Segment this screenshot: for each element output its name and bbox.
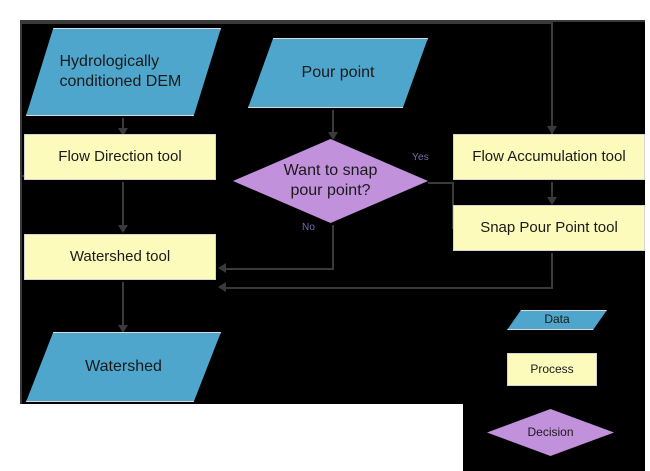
edge-label-yes: Yes [412, 152, 429, 163]
legend-label-data: Data [544, 312, 570, 327]
legend-label-decision: Decision [527, 424, 574, 439]
connector-no-vertical [332, 225, 334, 270]
node-label-watershed-tool: Watershed tool [69, 248, 171, 266]
edge-label-no: No [302, 222, 316, 233]
node-watershed[interactable]: Watershed [26, 332, 221, 402]
arrowhead-flowaccumulation-to-snap [547, 197, 557, 205]
node-flow-accumulation-tool[interactable]: Flow Accumulation tool [453, 134, 645, 180]
node-label-flow-direction-tool: Flow Direction tool [58, 148, 182, 166]
connector-flowaccumulation-to-snap [551, 182, 553, 198]
connector-no-horizontal [224, 268, 334, 270]
node-label-pour-point: Pour point [301, 63, 375, 81]
legend-item-process: Process [507, 353, 597, 386]
arrowhead-to-flowaccumulation [547, 126, 557, 134]
arrowhead-snap-into-watershedtool [218, 282, 226, 292]
arrowhead-watershedtool-to-watershed [118, 325, 128, 333]
node-label-snap-pour-point-tool: Snap Pour Point tool [480, 219, 618, 237]
arrowhead-pourpoint-to-decision [328, 132, 338, 140]
node-label-flow-accumulation-tool: Flow Accumulation tool [472, 148, 626, 166]
node-watershed-tool[interactable]: Watershed tool [24, 234, 216, 280]
connector-snap-vertical [551, 253, 553, 289]
connector-pourpoint-to-decision [332, 110, 334, 132]
connector-flowdirection-to-watershedtool [122, 182, 124, 226]
node-label-dem: Hydrologically conditioned DEM [59, 52, 182, 90]
connector-snap-horizontal [224, 287, 553, 289]
connector-top-branch-to-flowaccumulation [22, 22, 553, 24]
node-flow-direction-tool[interactable]: Flow Direction tool [24, 134, 216, 180]
connector-down-to-flowaccumulation [551, 22, 553, 136]
arrowhead-no-into-watershedtool [218, 263, 226, 273]
legend-item-data: Data [507, 310, 607, 330]
node-label-decision: Want to snap pour point? [283, 161, 378, 199]
arrowhead-dem-to-flowdirection [118, 128, 128, 136]
connector-watershedtool-to-watershed [122, 282, 124, 328]
node-label-watershed: Watershed [85, 357, 162, 375]
node-pour-point[interactable]: Pour point [248, 38, 428, 108]
arrowhead-flowdirection-to-watershedtool [118, 225, 128, 233]
node-snap-pour-point-tool[interactable]: Snap Pour Point tool [453, 205, 645, 251]
legend-label-process: Process [530, 361, 574, 376]
node-hydrologically-conditioned-dem[interactable]: Hydrologically conditioned DEM [26, 28, 221, 116]
connector-yes-horizontal [428, 182, 454, 184]
